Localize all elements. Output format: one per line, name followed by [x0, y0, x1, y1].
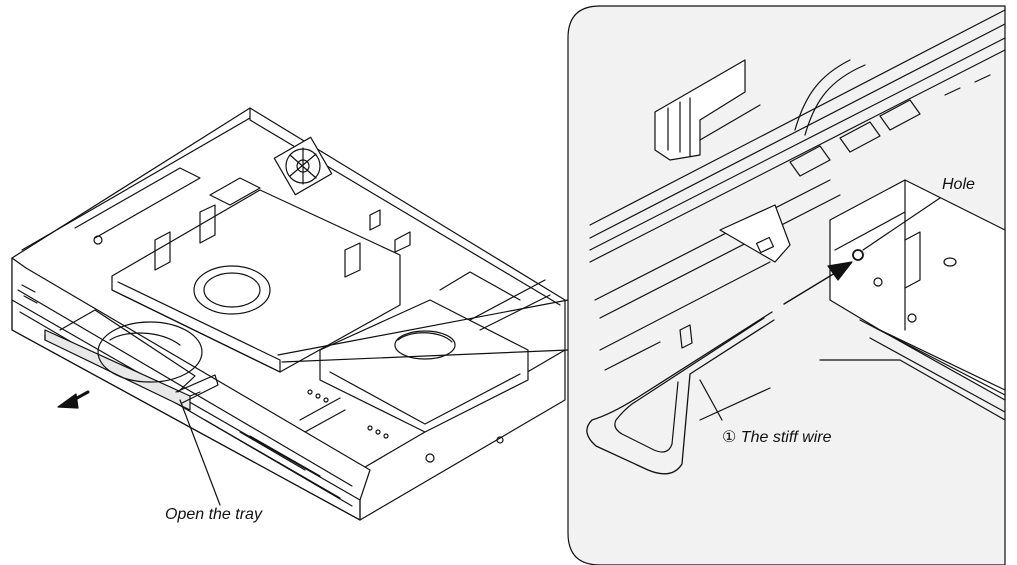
dvd-recorder-unit: [11, 107, 569, 521]
stiff-wire-label: ① The stiff wire: [722, 427, 831, 447]
hole-label: Hole: [942, 176, 975, 193]
step-number-marker: ①: [722, 429, 737, 446]
stiff-wire-text: The stiff wire: [740, 429, 832, 446]
open-tray-label: Open the tray: [165, 506, 262, 523]
zoom-detail-panel: [567, 5, 1006, 565]
